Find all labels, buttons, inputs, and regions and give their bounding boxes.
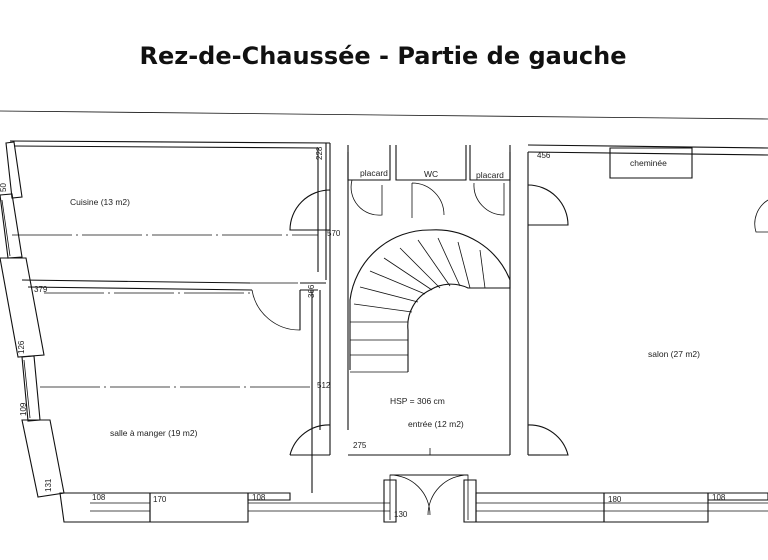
staircase xyxy=(349,229,511,373)
salle-walls xyxy=(40,290,390,523)
salon-walls xyxy=(475,144,768,523)
dim-109: 109 xyxy=(19,402,28,416)
dim-108-a: 108 xyxy=(92,493,106,502)
room-label-cheminee: cheminée xyxy=(630,158,667,168)
dim-366: 366 xyxy=(307,284,316,298)
room-label-salle-a-manger: salle à manger (19 m2) xyxy=(110,428,198,438)
dim-456: 456 xyxy=(537,151,551,160)
entree-walls xyxy=(289,143,569,523)
room-label-cuisine: Cuisine (13 m2) xyxy=(70,197,130,207)
room-label-placard-right: placard xyxy=(476,170,504,180)
hsp-annotation: HSP = 306 cm xyxy=(390,396,445,406)
dim-180: 180 xyxy=(608,495,622,504)
dim-570: 570 xyxy=(327,229,341,238)
dim-50: 50 xyxy=(0,183,8,192)
closets xyxy=(347,145,511,218)
dim-379: 379 xyxy=(34,285,48,294)
dim-126: 126 xyxy=(17,340,26,354)
dim-130: 130 xyxy=(394,510,408,519)
room-label-entree: entrée (12 m2) xyxy=(408,419,464,429)
dim-512: 512 xyxy=(317,381,331,390)
dim-108-c: 108 xyxy=(712,493,726,502)
dim-170: 170 xyxy=(153,495,167,504)
dim-131: 131 xyxy=(44,478,53,492)
dim-228: 228 xyxy=(315,146,324,160)
property-line xyxy=(0,110,768,120)
dim-275: 275 xyxy=(353,441,367,450)
plan-title: Rez-de-Chaussée - Partie de gauche xyxy=(139,42,626,70)
dim-108-b: 108 xyxy=(252,493,266,502)
room-label-salon: salon (27 m2) xyxy=(648,349,700,359)
room-label-wc: WC xyxy=(424,169,438,179)
cuisine-walls xyxy=(9,140,331,331)
room-label-placard-left: placard xyxy=(360,168,388,178)
left-facade xyxy=(0,141,65,498)
